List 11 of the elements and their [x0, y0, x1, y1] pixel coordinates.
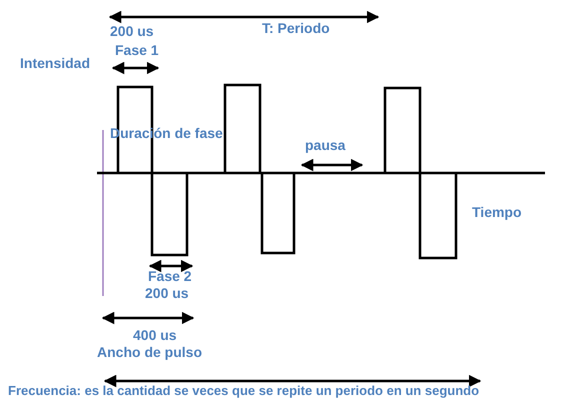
label: Frecuencia: es la cantidad se veces que se repite un periodo en un segundo — [8, 382, 480, 399]
label: T: Periodo — [262, 20, 331, 37]
label: pausa — [305, 137, 346, 154]
label: 400 us — [133, 327, 177, 344]
label: Fase 1 — [115, 42, 159, 59]
label: Intensidad — [20, 55, 90, 72]
label: Fase 2 — [148, 268, 192, 285]
label: Ancho de pulso — [97, 344, 202, 361]
label: 200 us — [110, 23, 154, 40]
label: 200 us — [145, 285, 189, 302]
label: Tiempo — [472, 204, 522, 221]
